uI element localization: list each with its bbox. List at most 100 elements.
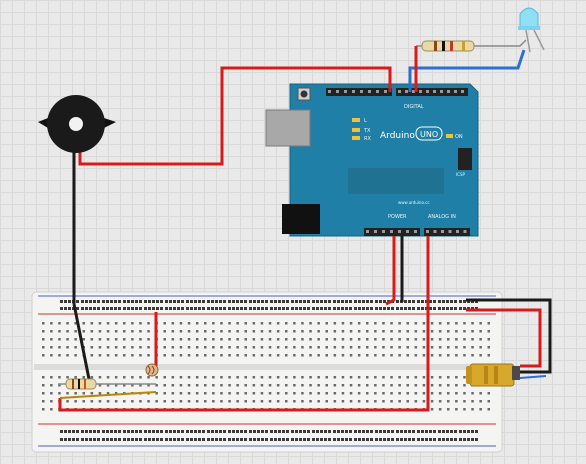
rail-hole <box>391 438 394 441</box>
terminal-hole <box>390 376 393 379</box>
terminal-hole <box>317 354 320 357</box>
rail-hole <box>177 300 180 303</box>
terminal-hole <box>301 322 304 325</box>
terminal-hole <box>438 322 442 325</box>
terminal-hole <box>463 376 466 379</box>
rail-hole <box>362 430 365 433</box>
terminal-hole <box>268 354 272 357</box>
terminal-hole <box>349 322 353 325</box>
rail-hole <box>261 430 264 433</box>
digital-header-left <box>326 88 392 96</box>
terminal-hole <box>82 400 85 403</box>
terminal-hole <box>236 346 239 349</box>
terminal-hole <box>212 376 215 379</box>
terminal-hole <box>252 346 256 349</box>
terminal-hole <box>406 400 409 403</box>
rail-hole <box>89 438 92 441</box>
terminal-hole <box>455 376 458 379</box>
buzzer-signal-wire <box>78 66 392 166</box>
terminal-hole <box>325 392 328 395</box>
terminal-hole <box>293 330 296 333</box>
terminal-hole <box>114 346 118 349</box>
rail-hole <box>345 307 348 310</box>
terminal-hole <box>171 330 175 333</box>
terminal-hole <box>58 376 61 379</box>
terminal-hole <box>106 338 110 341</box>
terminal-hole <box>163 392 166 395</box>
terminal-hole <box>187 338 191 341</box>
rail-hole <box>261 307 264 310</box>
rail-hole <box>286 430 289 433</box>
terminal-hole <box>179 376 183 379</box>
terminal-hole <box>98 400 102 403</box>
rx-led <box>352 136 360 140</box>
terminal-hole <box>438 346 442 349</box>
terminal-hole <box>349 354 353 357</box>
rail-hole <box>152 438 155 441</box>
rail-hole <box>114 430 117 433</box>
terminal-hole <box>268 338 272 341</box>
rail-hole <box>370 438 373 441</box>
rail-hole <box>186 438 189 441</box>
terminal-hole <box>276 392 280 395</box>
terminal-hole <box>414 322 418 325</box>
terminal-hole <box>406 392 409 395</box>
rail-hole <box>106 438 109 441</box>
terminal-hole <box>357 400 361 403</box>
rail-hole <box>429 300 432 303</box>
rail-hole <box>467 438 470 441</box>
top-rail-holes <box>60 300 478 310</box>
rail-hole <box>370 430 373 433</box>
terminal-hole <box>471 338 474 341</box>
rail-hole <box>177 430 180 433</box>
rail-hole <box>446 300 449 303</box>
terminal-hole <box>131 354 134 357</box>
terminal-hole <box>349 330 353 333</box>
terminal-hole <box>406 384 409 387</box>
terminal-hole <box>422 392 426 395</box>
terminal-hole <box>422 376 426 379</box>
terminal-hole <box>325 400 328 403</box>
terminal-hole <box>285 384 288 387</box>
terminal-hole <box>398 400 401 403</box>
rail-hole <box>438 300 441 303</box>
rail-hole <box>442 438 445 441</box>
rail-hole <box>68 430 71 433</box>
terminal-hole <box>341 330 345 333</box>
terminal-hole <box>487 330 490 333</box>
rail-hole <box>198 430 201 433</box>
rail-hole <box>85 438 88 441</box>
terminal-hole <box>398 330 401 333</box>
terminal-hole <box>90 392 94 395</box>
terminal-hole <box>471 354 474 357</box>
terminal-hole <box>244 392 247 395</box>
terminal-hole <box>114 338 118 341</box>
5v-wire <box>385 236 396 306</box>
terminal-hole <box>98 322 102 325</box>
terminal-hole <box>228 384 231 387</box>
rail-hole <box>165 438 168 441</box>
digital-pin <box>447 90 450 93</box>
rail-hole <box>106 300 109 303</box>
rail-hole <box>421 300 424 303</box>
terminal-hole <box>455 392 458 395</box>
rail-hole <box>400 307 403 310</box>
terminal-hole <box>390 330 393 333</box>
rail-hole <box>110 430 113 433</box>
terminal-hole <box>187 322 191 325</box>
on-led-label: ON <box>455 134 463 140</box>
rail-hole <box>387 430 390 433</box>
terminal-hole <box>131 376 134 379</box>
rail-hole <box>450 300 453 303</box>
terminal-hole <box>58 338 61 341</box>
rail-hole <box>76 307 79 310</box>
rail-hole <box>173 300 176 303</box>
resistor-band-2 <box>442 41 445 51</box>
rail-hole <box>118 438 121 441</box>
terminal-hole <box>293 400 296 403</box>
terminal-hole <box>82 322 85 325</box>
rail-hole <box>219 300 222 303</box>
rail-hole <box>232 307 235 310</box>
terminal-hole <box>252 338 256 341</box>
